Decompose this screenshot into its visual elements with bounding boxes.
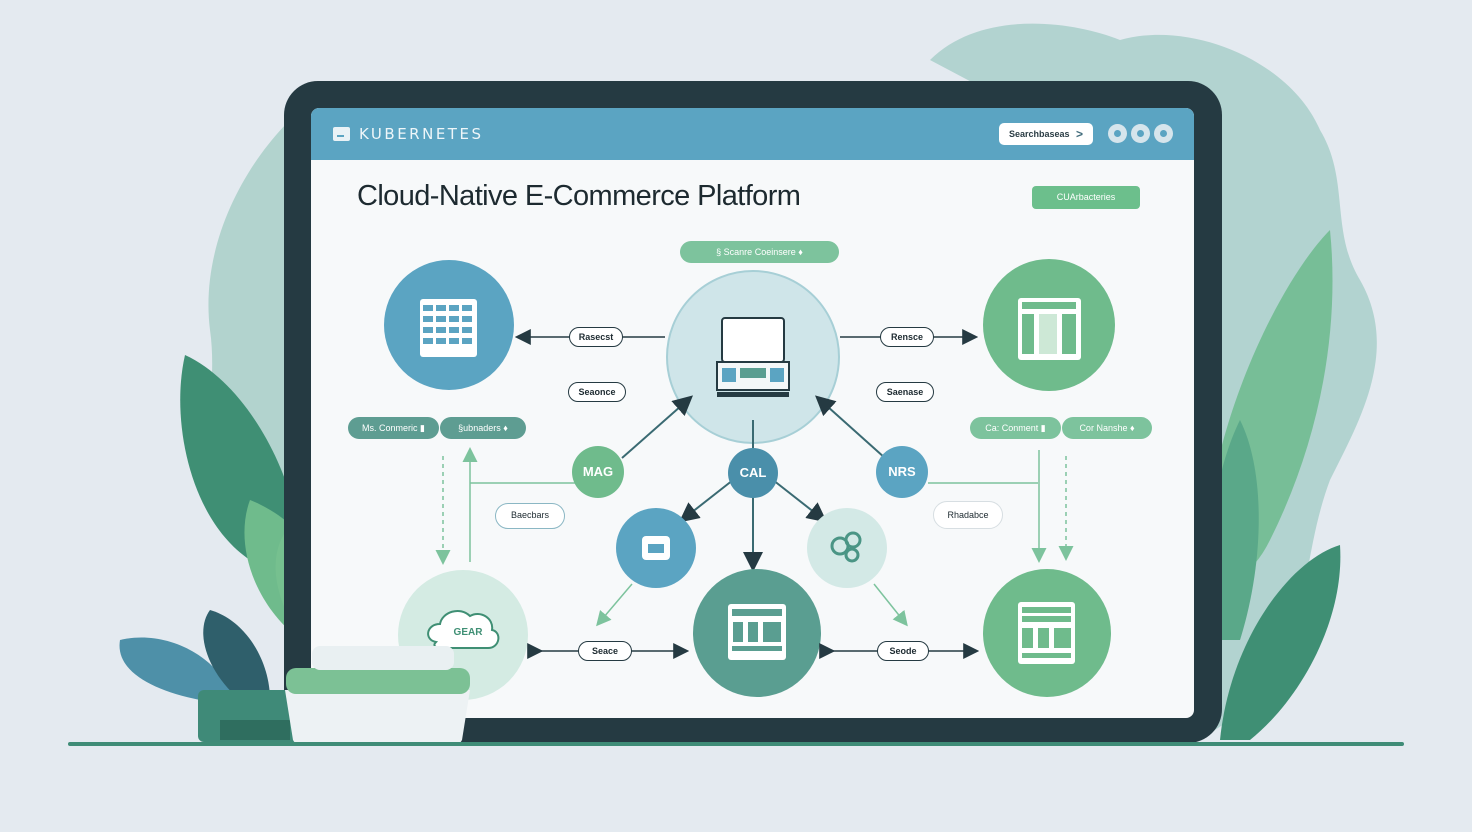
left-pill-a[interactable]: Ms. Conmeric ▮ xyxy=(348,417,439,439)
right-pill-b[interactable]: Cor Nanshe ♦ xyxy=(1062,417,1152,439)
left-leaf-blue xyxy=(119,637,230,700)
ground-line xyxy=(68,742,1404,746)
tag-mid-right: Saenase xyxy=(876,382,934,402)
tag-bottom-right: Seode xyxy=(877,641,929,661)
node-nrs[interactable]: NRS xyxy=(876,446,928,498)
background-blob xyxy=(930,23,1377,740)
left-pill-b[interactable]: §ubnaders ♦ xyxy=(440,417,526,439)
right-pill-a[interactable]: Ca: Conment ▮ xyxy=(970,417,1061,439)
arrow-right-icon: > xyxy=(1075,127,1083,141)
settings-icon: § xyxy=(716,247,722,257)
connector-hub-nrs xyxy=(815,395,886,459)
top-pill-label-b: Coeinsere xyxy=(754,247,796,257)
node-mag[interactable]: MAG xyxy=(572,446,624,498)
left-leaf-tall xyxy=(180,355,300,560)
connector-left-bottom xyxy=(596,583,633,627)
tag-mid-left: Seaonce xyxy=(568,382,626,402)
tag-lower-left: Baecbars xyxy=(495,503,565,529)
top-pill-mark: ♦ xyxy=(798,247,803,257)
tag-lower-right: Rhadabce xyxy=(933,501,1003,529)
app-header: KUBERNETES Searchbaseas > xyxy=(311,108,1194,160)
tag-bottom-left: Seace xyxy=(578,641,632,661)
status-badge[interactable]: CUArbacteries xyxy=(1032,186,1140,209)
window-control-2[interactable] xyxy=(1131,124,1150,143)
cloud-label: GEAR xyxy=(453,627,483,638)
window-control-1[interactable] xyxy=(1108,124,1127,143)
right-leaf-dark xyxy=(1220,545,1341,740)
top-pill-label-a: Scanre xyxy=(723,247,753,257)
brand-name: KUBERNETES xyxy=(359,125,484,143)
connector-hub-mag xyxy=(621,395,693,459)
node-cal[interactable]: CAL xyxy=(728,448,778,498)
page-title: Cloud-Native E-Commerce Platform xyxy=(357,180,801,212)
white-tray xyxy=(285,690,470,746)
tag-top-right: Rensce xyxy=(880,327,934,347)
connector-cal-right xyxy=(772,479,828,523)
connector-cal-left xyxy=(678,479,734,523)
tag-top-left: Rasecst xyxy=(569,327,623,347)
app-logo-icon xyxy=(333,127,350,141)
left-leaf-dark xyxy=(203,610,270,700)
connector-right-bottom xyxy=(873,583,908,627)
search-button[interactable]: Searchbaseas > xyxy=(999,123,1093,145)
top-category-pill[interactable]: § Scanre Coeinsere ♦ xyxy=(680,241,839,263)
window-control-3[interactable] xyxy=(1154,124,1173,143)
search-label: Searchbaseas xyxy=(1009,129,1070,139)
